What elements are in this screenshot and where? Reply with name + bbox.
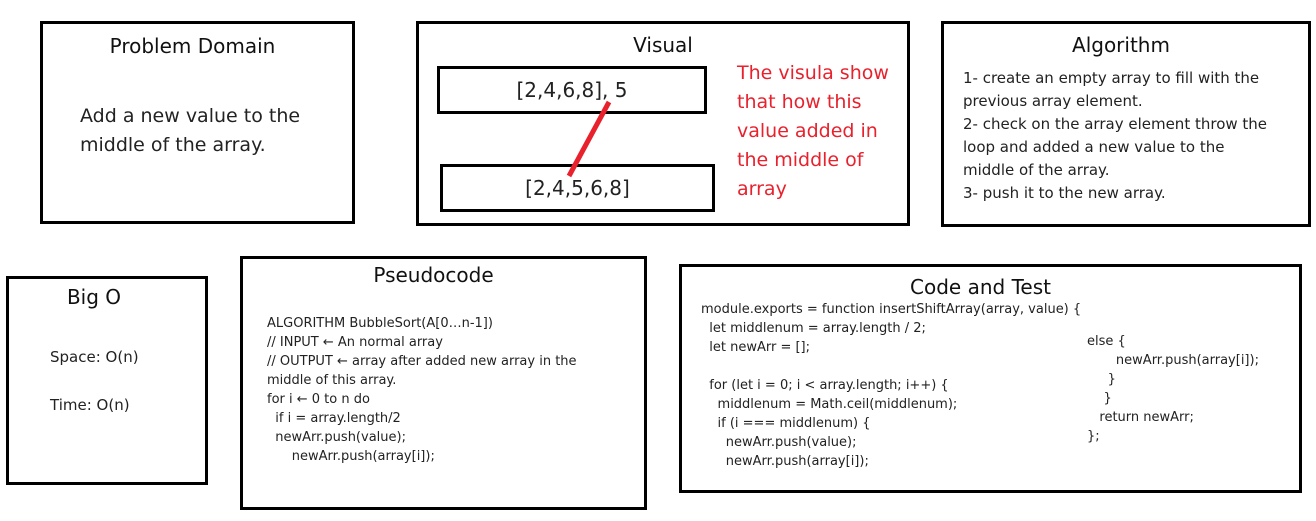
big-o-title: Big O [66,285,122,309]
visual-title: Visual [633,33,693,57]
code-line-right: } [1087,372,1116,387]
insertion-arrow [566,100,612,178]
space-complexity: Space: O(n) [50,348,139,366]
code-line: newArr.push(array[i]); [701,454,869,469]
pseudocode-line: ALGORITHM BubbleSort(A[0…n-1]) [267,316,493,331]
pseudocode-line: for i ← 0 to n do [267,392,370,407]
code-line: let middlenum = array.length / 2; [701,321,926,336]
visual-note-line: that how this [737,91,862,113]
visual-note-line: value added in [737,120,878,142]
problem-text-line: Add a new value to the [80,105,301,127]
pseudocode-box: Pseudocode ALGORITHM BubbleSort(A[0…n-1]… [240,256,647,510]
visual-box: Visual [2,4,6,8], 5 [2,4,5,6,8] The visu… [416,21,910,226]
code-line-right: } [1087,391,1112,406]
code-line-right: }; [1087,429,1100,444]
code-line: for (let i = 0; i < array.length; i++) { [701,378,949,393]
pseudocode-line: // INPUT ← An normal array [267,335,443,350]
code-line: let newArr = []; [701,340,811,355]
algorithm-line: 2- check on the array element throw the [963,115,1268,133]
algorithm-title: Algorithm [1072,33,1170,57]
big-o-box: Big O Space: O(n) Time: O(n) [6,276,208,485]
visual-note-line: the middle of [737,149,864,171]
code-line-right: else { [1087,334,1126,349]
code-line: if (i === middlenum) { [701,416,871,431]
problem-domain-box: Problem Domain Add a new value to the mi… [40,21,355,224]
input-array-box: [2,4,6,8], 5 [437,66,707,114]
algorithm-line: previous array element. [963,92,1143,110]
code-test-title: Code and Test [910,275,1051,299]
pseudocode-line: // OUTPUT ← array after added new array … [267,354,577,369]
algorithm-box: Algorithm 1- create an empty array to fi… [941,21,1311,227]
visual-note-line: array [737,178,787,200]
algorithm-line: 1- create an empty array to fill with th… [963,69,1260,87]
problem-text-line: middle of the array. [80,134,266,156]
input-array-text: [2,4,6,8], 5 [516,78,628,102]
code-test-box: Code and Test module.exports = function … [679,264,1302,493]
output-array-text: [2,4,5,6,8] [525,176,630,200]
code-line: module.exports = function insertShiftArr… [701,302,1082,317]
visual-note-line: The visula show [737,62,889,84]
pseudocode-line: middle of this array. [267,373,397,388]
code-line-right: newArr.push(array[i]); [1087,353,1259,368]
algorithm-line: 3- push it to the new array. [963,184,1166,202]
code-line-right: return newArr; [1087,410,1194,425]
time-complexity: Time: O(n) [50,396,130,414]
pseudocode-line: newArr.push(value); [267,430,406,445]
code-line: newArr.push(value); [701,435,857,450]
pseudocode-title: Pseudocode [373,263,494,287]
pseudocode-line: if i = array.length/2 [267,411,401,426]
problem-domain-title: Problem Domain [109,34,276,58]
algorithm-line: loop and added a new value to the [963,138,1225,156]
pseudocode-line: newArr.push(array[i]); [267,449,435,464]
code-line: middlenum = Math.ceil(middlenum); [701,397,958,412]
algorithm-line: middle of the array. [963,161,1110,179]
